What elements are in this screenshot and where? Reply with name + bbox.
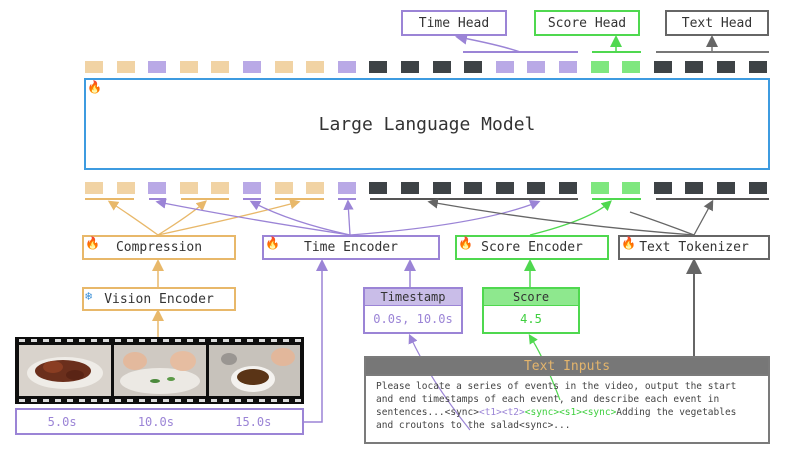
frozen-snowflake-icon: ❄	[85, 289, 93, 303]
token	[495, 61, 514, 73]
token	[653, 61, 672, 73]
token	[274, 182, 293, 194]
token	[274, 61, 293, 73]
text-head: Text Head	[665, 10, 769, 36]
token	[116, 61, 135, 73]
sync-tag-close: <sync>	[581, 407, 617, 418]
film-frames	[15, 337, 304, 404]
token	[85, 182, 103, 194]
token	[717, 61, 735, 73]
token	[748, 182, 767, 194]
score-header-label: Score	[512, 290, 550, 304]
sync-tag: <sync>	[444, 407, 479, 418]
score-head-label: Score Head	[547, 15, 627, 31]
token	[464, 61, 483, 73]
time-head-label: Time Head	[418, 15, 490, 31]
timestamp-value: 0.0s, 10.0s	[373, 312, 453, 326]
time-encoder-label: Time Encoder	[304, 240, 398, 255]
score-encoder-label: Score Encoder	[481, 240, 583, 255]
text-inputs-lead: Please locate a series of events in the …	[376, 381, 737, 418]
score-head: Score Head	[534, 10, 640, 36]
token	[369, 61, 388, 73]
token	[590, 61, 609, 73]
score-header: Score	[482, 287, 580, 307]
token	[432, 61, 451, 73]
token	[179, 182, 198, 194]
token	[211, 182, 230, 194]
time-encoder-flame-icon: 🔥	[265, 236, 280, 250]
time-head: Time Head	[401, 10, 507, 36]
llm-label: Large Language Model	[318, 113, 536, 135]
token	[243, 61, 261, 73]
token	[337, 182, 356, 194]
token	[211, 61, 230, 73]
compression-box: Compression	[82, 235, 236, 260]
token	[148, 182, 167, 194]
token	[148, 61, 167, 73]
timeline-label: 15.0s	[235, 414, 272, 429]
large-language-model: Large Language Model	[84, 78, 770, 170]
token	[717, 182, 735, 194]
compression-flame-icon: 🔥	[85, 236, 100, 250]
text-inputs-body: Please locate a series of events in the …	[364, 376, 770, 444]
token	[495, 182, 514, 194]
token	[622, 182, 641, 194]
vision-encoder-box: Vision Encoder	[82, 287, 236, 311]
text-tokenizer-flame-icon: 🔥	[621, 236, 636, 250]
token	[116, 182, 135, 194]
score-value: 4.5	[520, 312, 542, 326]
token	[653, 182, 672, 194]
text-head-label: Text Head	[681, 15, 753, 31]
token	[559, 61, 577, 73]
score-value-box: 4.5	[482, 306, 580, 334]
token	[527, 61, 546, 73]
token	[306, 182, 325, 194]
time-encoder-box: Time Encoder	[262, 235, 440, 260]
vision-encoder-label: Vision Encoder	[104, 291, 214, 307]
timeline-label: 10.0s	[137, 414, 174, 429]
token	[337, 61, 356, 73]
timeline-label: 5.0s	[47, 414, 77, 429]
token	[464, 182, 483, 194]
token	[432, 182, 451, 194]
text-tokenizer-label: Text Tokenizer	[639, 240, 749, 255]
t1-token: <t1>	[478, 407, 502, 418]
s1-token: <s1>	[559, 407, 582, 418]
timestamp-header-label: Timestamp	[380, 290, 446, 304]
score-encoder-flame-icon: 🔥	[458, 236, 473, 250]
token	[527, 182, 546, 194]
trainable-flame-icon: 🔥	[87, 80, 102, 94]
text-inputs-header-label: Text Inputs	[523, 358, 611, 374]
video-filmstrip	[15, 337, 304, 404]
token	[401, 182, 419, 194]
token	[748, 61, 767, 73]
compression-label: Compression	[115, 240, 203, 255]
token	[243, 182, 261, 194]
token	[369, 182, 388, 194]
text-tokenizer-box: Text Tokenizer	[618, 235, 770, 260]
timestamp-value-box: 0.0s, 10.0s	[363, 306, 463, 334]
token	[559, 182, 577, 194]
token	[622, 61, 641, 73]
sync-tag-mid: <sync>	[524, 407, 560, 418]
token	[685, 182, 704, 194]
t2-token: <t2>	[501, 407, 525, 418]
token	[685, 61, 704, 73]
token	[401, 61, 419, 73]
text-inputs-header: Text Inputs	[364, 356, 770, 376]
timeline-bar: 5.0s 10.0s 15.0s	[15, 408, 304, 435]
token	[179, 61, 198, 73]
score-encoder-box: Score Encoder	[455, 235, 609, 260]
token	[590, 182, 609, 194]
text-inputs-tail: Adding the vegetables and croutons to th…	[376, 407, 737, 431]
token	[306, 61, 325, 73]
token	[85, 61, 103, 73]
timestamp-header: Timestamp	[363, 287, 463, 307]
